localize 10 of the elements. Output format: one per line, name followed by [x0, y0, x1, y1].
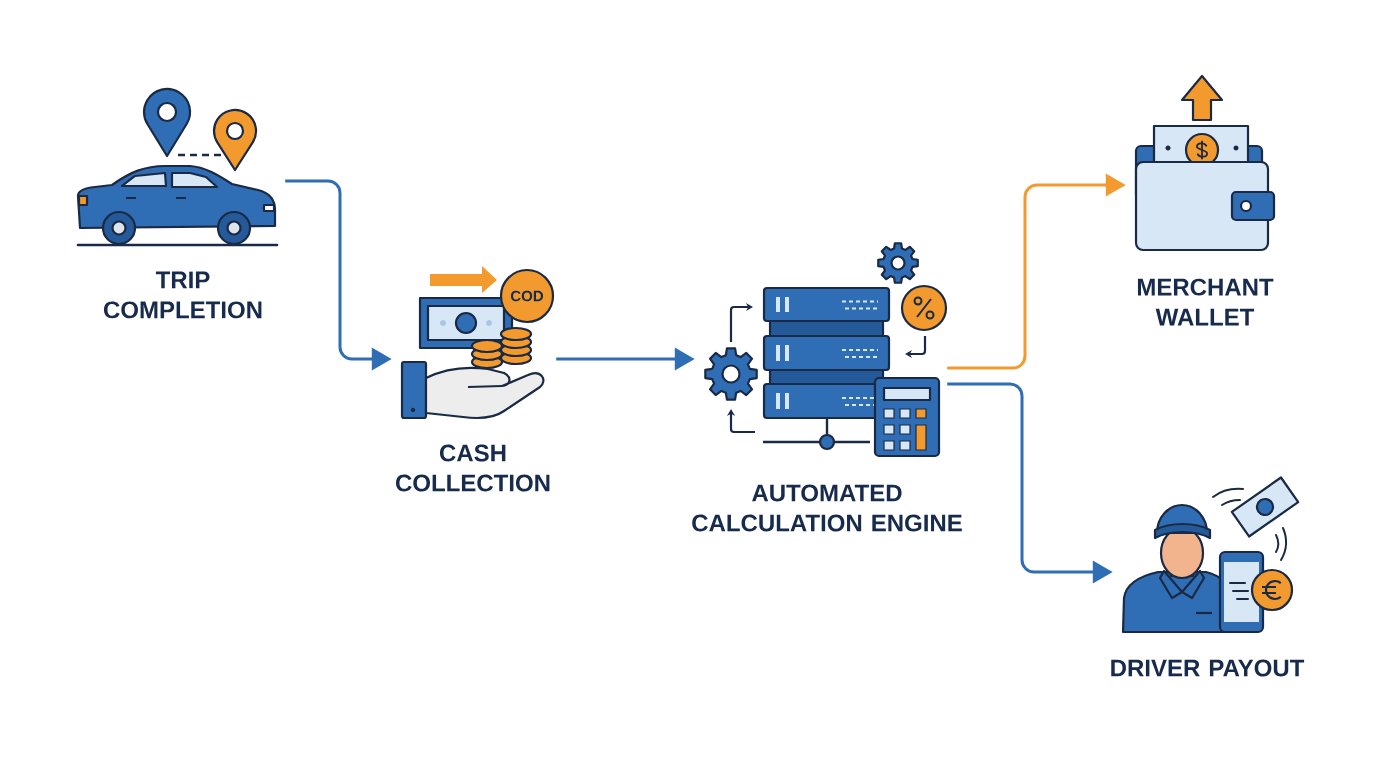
driver-icon — [1121, 476, 1300, 634]
node-label: CASH COLLECTION — [396, 444, 550, 492]
node-label: DRIVER PAYOUT — [1111, 659, 1305, 677]
server-icon — [704, 242, 948, 458]
car-icon — [76, 87, 279, 247]
node-label: MERCHANT WALLET — [1137, 278, 1274, 326]
badge: COD — [499, 268, 555, 324]
node-label: TRIP COMPLETION — [104, 271, 262, 319]
wallet-icon — [1134, 74, 1276, 252]
node-label: AUTOMATED CALCULATION ENGINE — [692, 484, 962, 532]
